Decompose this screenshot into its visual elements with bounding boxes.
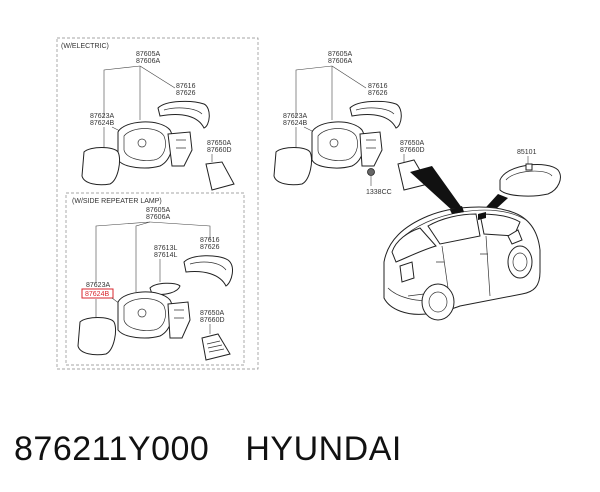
repeater-group-header: (W/SIDE REPEATER LAMP): [72, 198, 162, 205]
electric-glass-part: [81, 147, 121, 186]
label-repeater-glass-top: 87623A: [86, 282, 110, 289]
highlight-box: [81, 288, 114, 299]
manual-mirror-assy-part: [311, 121, 383, 169]
label-manual-trim-1: 87650A: [400, 140, 424, 147]
label-inside-rear-view: 85101: [517, 149, 537, 156]
repeater-trim-part: [201, 333, 231, 361]
brand-name: HYUNDAI: [245, 430, 402, 468]
label-electric-glass-2: 87624B: [90, 120, 114, 127]
repeater-glass-part: [77, 317, 117, 356]
label-manual-trim-2: 87660D: [400, 147, 425, 154]
label-electric-cover-1: 87616: [176, 83, 196, 90]
callout-outside-mirror: [410, 166, 462, 212]
inside-rear-view-mirror-part: [499, 163, 561, 197]
caption: 876211Y000 HYUNDAI: [14, 430, 402, 469]
electric-cover-part: [157, 100, 210, 129]
label-electric-mirror-assy-1: 87605A: [136, 51, 160, 58]
label-electric-glass-1: 87623A: [90, 113, 114, 120]
manual-cover-part: [349, 100, 402, 129]
label-repeater-mirror-assy-1: 87605A: [146, 207, 170, 214]
label-manual-cover-2: 87626: [368, 90, 388, 97]
label-electric-mirror-assy-2: 87606A: [136, 58, 160, 65]
label-repeater-trim-2: 87660D: [200, 317, 225, 324]
label-electric-cover-2: 87626: [176, 90, 196, 97]
label-repeater-cover-2: 87626: [200, 244, 220, 251]
manual-screw-part: [367, 168, 375, 176]
repeater-cover-part: [183, 255, 233, 287]
label-electric-trim-2: 87660D: [207, 147, 232, 154]
electric-trim-part: [205, 161, 235, 191]
label-electric-trim-1: 87650A: [207, 140, 231, 147]
label-manual-glass-2: 87624B: [283, 120, 307, 127]
label-manual-mirror-assy-1: 87605A: [328, 51, 352, 58]
label-repeater-glass-highlighted: 87624B: [85, 291, 109, 298]
part-number: 876211Y000: [14, 430, 210, 468]
label-repeater-lamp-1: 87613L: [154, 245, 177, 252]
label-repeater-mirror-assy-2: 87606A: [146, 214, 170, 221]
repeater-mirror-assy-part: [117, 291, 191, 339]
label-repeater-lamp-2: 87614L: [154, 252, 177, 259]
label-repeater-trim-1: 87650A: [200, 310, 224, 317]
label-manual-screw: 1338CC: [366, 189, 392, 196]
label-manual-mirror-assy-2: 87606A: [328, 58, 352, 65]
car-illustration: [383, 206, 541, 321]
electric-group-frame: [56, 37, 259, 370]
label-repeater-cover-1: 87616: [200, 237, 220, 244]
electric-group-header: (W/ELECTRIC): [61, 43, 109, 50]
electric-mirror-assy-part: [117, 121, 193, 169]
label-manual-glass-1: 87623A: [283, 113, 307, 120]
label-manual-cover-1: 87616: [368, 83, 388, 90]
manual-glass-part: [273, 147, 313, 186]
